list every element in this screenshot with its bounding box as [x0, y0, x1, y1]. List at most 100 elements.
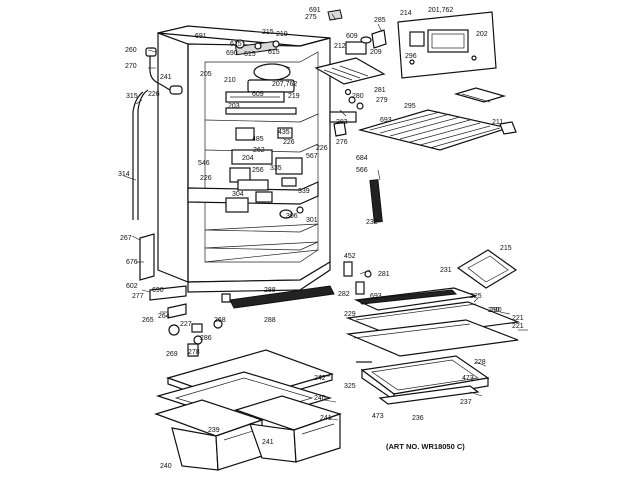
part-label: 690 — [152, 287, 164, 294]
part-label: 602 — [126, 283, 138, 290]
part-label: 212 — [334, 43, 346, 50]
part-label: 241 — [320, 415, 332, 422]
part-label: 566 — [356, 167, 368, 174]
part-label: 230 — [490, 307, 502, 314]
freezer-wire-shelf — [357, 87, 517, 151]
part-label: 690 — [226, 50, 238, 57]
part-label: 279 — [376, 97, 388, 104]
part-label: 615 — [230, 41, 242, 48]
part-label: 285 — [374, 17, 386, 24]
part-label: 236 — [412, 415, 424, 422]
part-label: 203 — [228, 103, 240, 110]
crisper-drawers — [154, 349, 342, 471]
part-label: 615 — [244, 51, 256, 58]
part-label: 609 — [252, 91, 264, 98]
part-label: 301 — [306, 217, 318, 224]
part-label: 201,762 — [428, 7, 453, 14]
part-label: 221 — [512, 315, 524, 322]
part-label: 693 — [370, 293, 382, 300]
part-label: 280 — [352, 93, 364, 100]
part-label: 226 — [283, 139, 295, 146]
part-label: 267 — [120, 235, 132, 242]
part-label: 226 — [148, 91, 160, 98]
part-label: 225 — [470, 293, 482, 300]
part-label: 230 — [488, 307, 500, 314]
air-duct-panel — [397, 11, 497, 79]
meat-pan-drawer — [356, 355, 490, 405]
part-label: 473 — [372, 413, 384, 420]
part-label: 237 — [460, 399, 472, 406]
part-label: 240 — [160, 463, 172, 470]
part-label: 473 — [462, 375, 474, 382]
part-label: 240 — [314, 395, 326, 402]
part-label: 283 — [336, 119, 348, 126]
part-label: 264 — [158, 313, 170, 320]
part-label: 288 — [264, 317, 276, 324]
part-label: 260 — [125, 47, 137, 54]
part-label: 567 — [306, 153, 318, 160]
art-number-caption: (ART NO. WR18050 C) — [386, 442, 465, 451]
part-label: 296 — [405, 53, 417, 60]
part-label: 241 — [160, 74, 172, 81]
part-label: 256 — [252, 167, 264, 174]
part-label: 214 — [400, 10, 412, 17]
part-label: 335 — [270, 165, 282, 172]
part-label: 232 — [366, 219, 378, 226]
part-label: 262 — [253, 147, 265, 154]
part-label: 221 — [512, 323, 524, 330]
part-label: 204 — [242, 155, 254, 162]
part-label: 210 — [224, 77, 236, 84]
shelf-brackets — [329, 88, 383, 223]
leader-lines — [123, 13, 528, 421]
part-label: 219 — [288, 93, 300, 100]
part-label: 435 — [278, 129, 290, 136]
part-label: 295 — [404, 103, 416, 110]
part-label: 684 — [356, 155, 368, 162]
part-label: 239 — [208, 427, 220, 434]
part-label: 546 — [198, 160, 210, 167]
part-label: 215 — [500, 245, 512, 252]
part-label: 207,762 — [272, 81, 297, 88]
part-label: 265 — [142, 317, 154, 324]
part-label: 693 — [380, 117, 392, 124]
part-label: 229 — [344, 311, 356, 318]
part-label: 286 — [200, 335, 212, 342]
part-label: 609 — [346, 33, 358, 40]
part-label: 485 — [252, 136, 264, 143]
freezer-components — [225, 39, 304, 219]
part-label: 282 — [338, 291, 350, 298]
part-label: 276 — [336, 139, 348, 146]
part-label: 691 — [309, 7, 321, 14]
part-label: 202 — [476, 31, 488, 38]
part-label: 219 — [276, 31, 288, 38]
crisper-frame — [343, 249, 521, 357]
part-label: 314 — [118, 171, 130, 178]
part-label: 211 — [492, 119, 503, 126]
part-label: 278 — [188, 349, 200, 356]
part-label: 315 — [126, 93, 138, 100]
part-label: 269 — [166, 351, 178, 358]
part-label: 615 — [268, 49, 280, 56]
part-label: 676 — [126, 259, 138, 266]
part-label: 275 — [305, 14, 317, 21]
part-label: 281 — [374, 87, 386, 94]
part-label: 691 — [195, 33, 207, 40]
part-label: 452 — [344, 253, 356, 260]
part-label: 231 — [440, 267, 452, 274]
part-label: 268 — [214, 317, 226, 324]
ice-tray-shelf — [314, 9, 387, 85]
part-label: 209 — [370, 49, 382, 56]
left-side-parts — [132, 47, 223, 357]
part-label: 226 — [316, 145, 328, 152]
part-label: 306 — [286, 213, 298, 220]
part-label: 304 — [232, 191, 244, 198]
part-label: 281 — [378, 271, 390, 278]
part-label: 215 — [262, 29, 274, 36]
part-label: 277 — [132, 293, 144, 300]
part-label: 228 — [474, 359, 486, 366]
part-label: 242 — [314, 375, 326, 382]
part-label: 241 — [262, 439, 274, 446]
toe-grille — [221, 285, 335, 309]
